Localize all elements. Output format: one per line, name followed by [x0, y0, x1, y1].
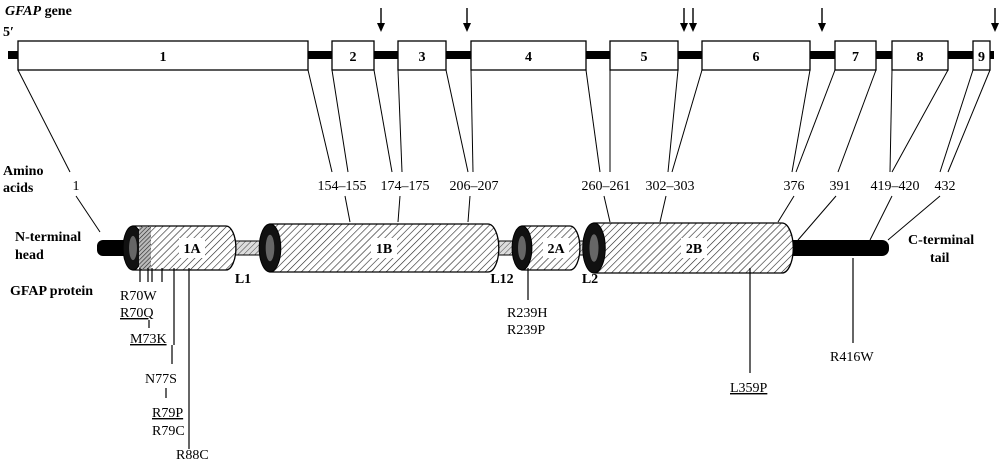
mutation-l359p: L359P — [730, 381, 768, 396]
domain-label-bg — [371, 238, 397, 258]
exon-6-box — [701, 40, 811, 71]
domain-label-2a: 2A — [547, 242, 565, 257]
c-terminal-label-line2: tail — [930, 251, 950, 266]
n-terminal-label-line1: N-terminal — [15, 230, 81, 245]
amino-acids-label-line2: acids — [3, 181, 34, 196]
mutation-r70w: R70W — [120, 289, 157, 304]
aa-position-label: 376 — [784, 179, 805, 194]
exon-to-aa-lines — [17, 69, 991, 173]
linker-label-l12: L12 — [490, 272, 513, 287]
exon-3-box — [397, 40, 447, 71]
exon-5-label: 5 — [641, 50, 648, 65]
exon-8-label: 8 — [917, 50, 924, 65]
aa-position-labels: 1 154–155 174–175 206–207 260–261 302–303 376 3… — [73, 179, 956, 194]
exon-2-label: 2 — [350, 50, 357, 65]
mutation-r70q: R70Q — [120, 306, 153, 321]
gfap-protein-label: GFAP protein — [10, 284, 93, 299]
exon-7-label: 7 — [852, 50, 859, 65]
down-arrow-icon — [463, 8, 471, 32]
five-prime-label: 5′ — [3, 25, 14, 40]
exon-3-label: 3 — [419, 50, 426, 65]
mutation-n77s: N77S — [145, 372, 177, 387]
mutation-r79c: R79C — [152, 424, 185, 439]
mutation-m73k: M73K — [130, 332, 167, 347]
exon-6-label: 6 — [753, 50, 760, 65]
exon-9-box — [972, 40, 991, 71]
mutation-leaders — [139, 258, 854, 449]
aa-to-protein-lines — [75, 195, 941, 241]
linker-label-l1: L1 — [235, 272, 251, 287]
down-arrow-icon — [991, 8, 999, 32]
domain-label-1b: 1B — [376, 242, 392, 257]
aa-position-label: 302–303 — [646, 179, 695, 194]
exon-9-label: 9 — [978, 50, 985, 65]
domain-label-2b: 2B — [686, 242, 702, 257]
mutation-r88c: R88C — [176, 448, 209, 461]
domain-label-bg — [543, 238, 569, 258]
domain-label-bg — [179, 238, 205, 258]
amino-acids-label-line1: Amino — [3, 164, 43, 179]
gene-title-italic: GFAP — [5, 4, 42, 19]
protein-bar: 1A 1B 2A 2B — [97, 222, 889, 274]
mutation-r239h: R239H — [507, 306, 547, 321]
aa-position-label: 1 — [73, 179, 80, 194]
domain-label-bg — [681, 238, 707, 258]
aa-position-label: 260–261 — [582, 179, 631, 194]
down-arrow-icon — [818, 8, 826, 32]
aa-position-label: 206–207 — [450, 179, 499, 194]
exon-8-box — [891, 40, 949, 71]
aa-position-label: 154–155 — [318, 179, 367, 194]
gene-title: GFAP gene — [5, 4, 72, 19]
linker-label-l2: L2 — [582, 272, 598, 287]
exon-4-label: 4 — [525, 50, 532, 65]
exon-5-box — [609, 40, 679, 71]
exon-1-label: 1 — [160, 50, 167, 65]
mutation-r416w: R416W — [830, 350, 874, 365]
aa-position-label: 391 — [830, 179, 851, 194]
exon-2-box — [331, 40, 375, 71]
n-terminal-label-line2: head — [15, 248, 44, 263]
domain-1a-dense-region — [139, 227, 151, 269]
c-terminal-tail-bar — [782, 240, 889, 256]
aa-position-label: 419–420 — [871, 179, 920, 194]
exon-7-box — [834, 40, 877, 71]
c-terminal-label-line1: C-terminal — [908, 233, 974, 248]
down-arrow-icon — [377, 8, 385, 32]
exon-group: 1 2 3 4 5 6 7 8 9 — [17, 40, 991, 71]
down-arrow-icon — [689, 8, 697, 32]
mutation-r79p: R79P — [152, 406, 183, 421]
exon-4-box — [470, 40, 587, 71]
domain-label-1a: 1A — [183, 242, 201, 257]
exon-1-box — [17, 40, 309, 71]
aa-position-label: 432 — [935, 179, 956, 194]
gene-title-rest: gene — [41, 4, 72, 19]
arrow-group — [377, 8, 999, 32]
mutation-r239p: R239P — [507, 323, 545, 338]
aa-position-label: 174–175 — [381, 179, 430, 194]
down-arrow-icon — [680, 8, 688, 32]
